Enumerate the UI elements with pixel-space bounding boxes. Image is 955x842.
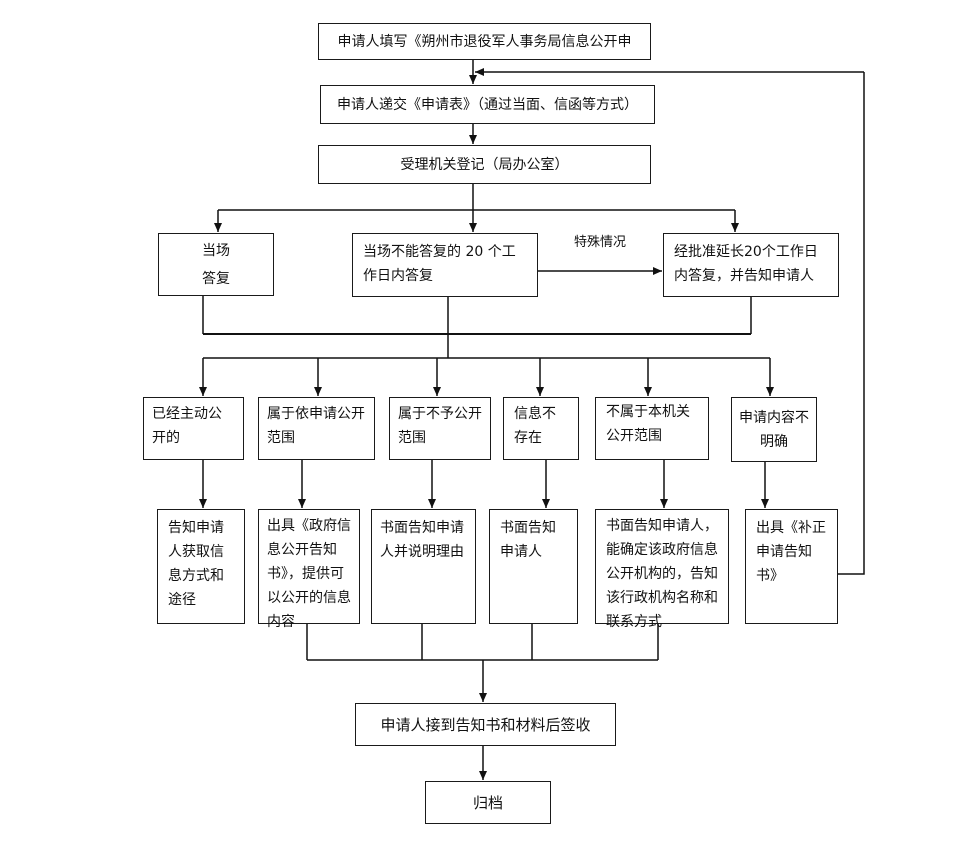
feedback-loop-line	[838, 72, 865, 575]
step-sign-receipt: 申请人接到告知书和材料后签收	[355, 703, 616, 746]
result-written-notice-with-reason: 书面告知申请人并说明理由	[371, 509, 476, 624]
category-proactively-disclosed: 已经主动公开的	[143, 397, 244, 460]
category-not-disclosable: 属于不予公开范围	[389, 397, 491, 460]
result-issue-correction-notice: 出具《补正申请告知书》	[745, 509, 838, 624]
category-unclear-request: 申请内容不明确	[731, 397, 817, 462]
reply-extended: 经批准延长20个工作日内答复，并告知申请人	[663, 233, 839, 297]
step-submit: 申请人递交《申请表》（通过当面、信函等方式）	[320, 85, 655, 124]
step-archive: 归档	[425, 781, 551, 824]
reply-20days: 当场不能答复的 20 个工作日内答复	[352, 233, 538, 297]
reply-onsite: 当场 答复	[158, 233, 274, 296]
result-issue-disclosure-notice: 出具《政府信息公开告知书》，提供可以公开的信息内容	[258, 509, 360, 630]
result-written-notice: 书面告知申请人	[489, 509, 578, 624]
category-info-not-exist: 信息不存在	[503, 397, 579, 460]
category-not-this-agency: 不属于本机关公开范围	[595, 397, 709, 460]
special-case-label: 特殊情况	[574, 235, 627, 250]
step-register: 受理机关登记（局办公室）	[318, 145, 651, 184]
category-disclosable-on-request: 属于依申请公开范围	[258, 397, 375, 460]
step-apply-form: 申请人填写《朔州市退役军人事务局信息公开申	[318, 23, 651, 60]
result-notify-responsible-agency: 书面告知申请人，能确定该政府信息公开机构的，告知该行政机构名称和联系方式	[595, 509, 729, 630]
result-inform-access-method: 告知申请人获取信息方式和途径	[157, 509, 245, 624]
